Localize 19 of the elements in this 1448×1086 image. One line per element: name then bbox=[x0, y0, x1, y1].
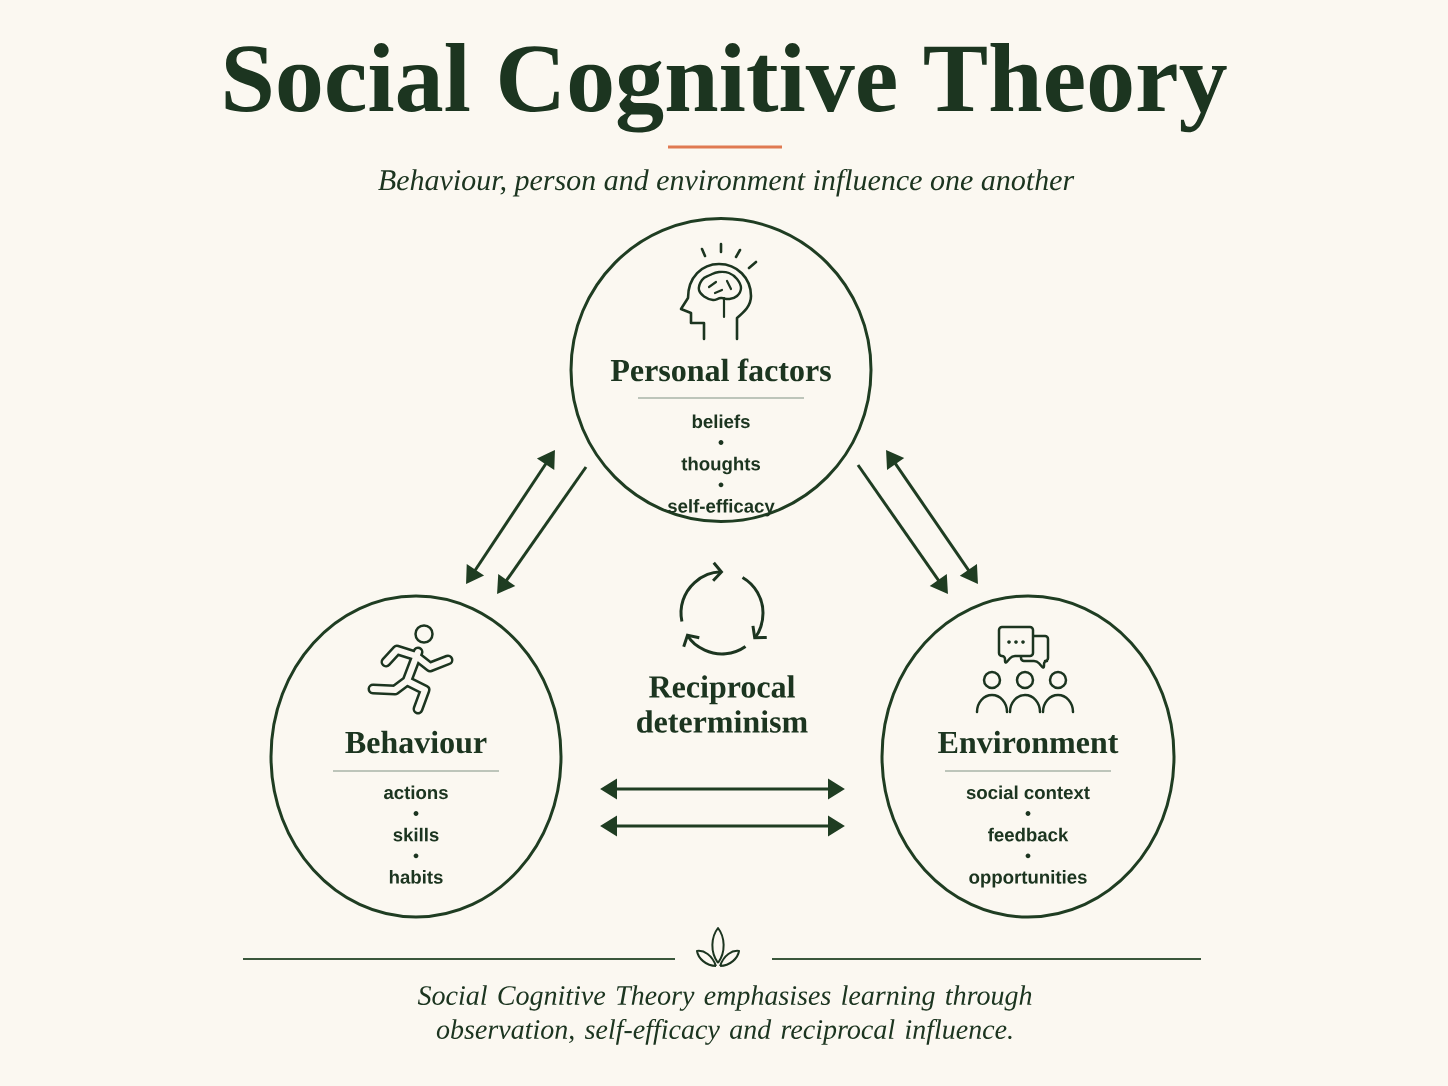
list-item: beliefs bbox=[692, 414, 750, 429]
arrow bbox=[466, 450, 555, 584]
list-item: social context bbox=[966, 785, 1090, 800]
list-item: skills bbox=[393, 827, 439, 842]
arrow bbox=[856, 464, 948, 594]
arrow bbox=[886, 450, 978, 584]
list-item: thoughts bbox=[681, 456, 760, 475]
node-heading: Behaviour bbox=[345, 730, 487, 754]
title: Social Cognitive Theory bbox=[225, 43, 1227, 133]
list-item: habits bbox=[389, 870, 443, 884]
center-heading: Reciprocal determinism bbox=[637, 675, 808, 733]
list-item: opportunities bbox=[969, 870, 1087, 888]
caption: Social Cognitive Theory emphasises learning through observation, self-efficacy and reciprocal influence. bbox=[417, 985, 1032, 1045]
node-heading: Personal factors bbox=[610, 358, 831, 382]
node-heading: Environment bbox=[938, 730, 1119, 754]
list-item: actions bbox=[384, 785, 448, 800]
list-item: feedback bbox=[988, 827, 1069, 842]
arrow bbox=[497, 466, 588, 594]
list-item: self-efficacy bbox=[667, 499, 775, 517]
